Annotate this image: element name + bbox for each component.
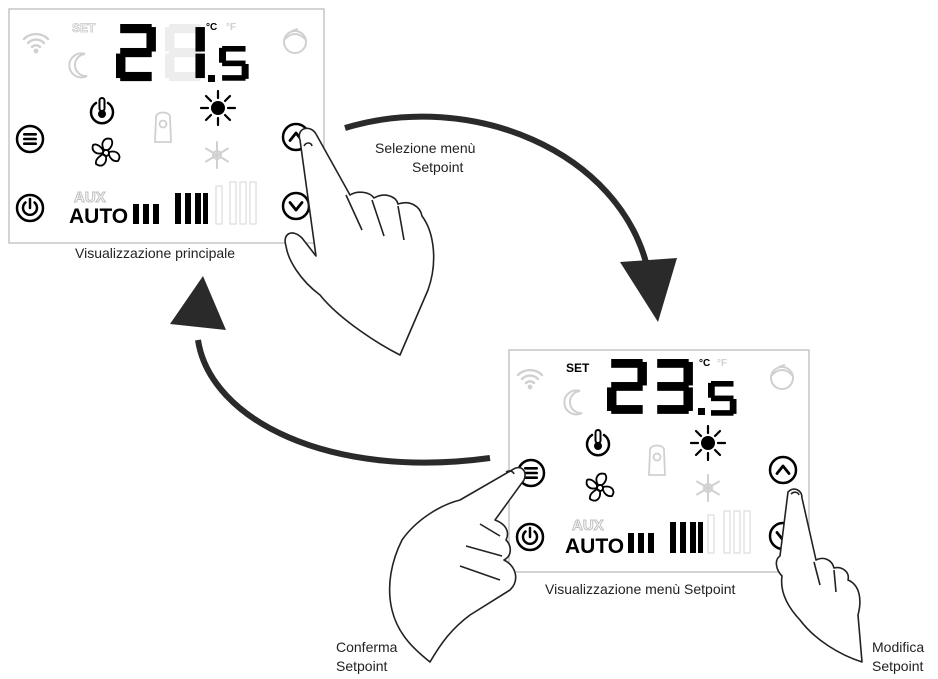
- modify-label-line1: Modifica: [872, 639, 924, 655]
- temperature-display: °C °F: [607, 358, 737, 416]
- set-label: SET: [566, 361, 590, 375]
- arrow-head: [170, 276, 226, 330]
- confirm-label-line1: Conferma: [336, 639, 398, 655]
- sun-icon: [689, 424, 727, 462]
- unit-f: °F: [226, 22, 236, 33]
- arrow-head: [620, 258, 677, 322]
- auto-label: AUTO: [69, 205, 128, 228]
- arrow-to-main: [195, 339, 491, 466]
- hand-icon: [775, 488, 863, 663]
- digit: [607, 359, 647, 414]
- digit: [708, 381, 737, 416]
- select-menu-label-line1: Selezione menù: [375, 140, 475, 156]
- temperature-display: °C °F: [116, 22, 249, 82]
- fan-speed-bars: [628, 510, 751, 554]
- auto-label: AUTO: [565, 535, 624, 558]
- decimal-point: [208, 75, 215, 82]
- panel-main: SET °C °F AUX AUTO: [8, 8, 325, 244]
- select-menu-label-line2: Setpoint: [412, 159, 463, 175]
- unit-f: °F: [717, 358, 727, 369]
- cycle-arrows: [170, 113, 677, 466]
- sun-icon: [199, 89, 237, 127]
- panel-setpoint: SET °C °F AUX AUTO: [508, 349, 810, 573]
- digit: [657, 359, 693, 414]
- digit: [165, 24, 205, 82]
- digit: [219, 46, 249, 81]
- main-view-label: Visualizzazione principale: [75, 245, 235, 261]
- aux-label: AUX: [74, 189, 106, 206]
- aux-label: AUX: [572, 517, 604, 534]
- decimal-point: [698, 408, 705, 415]
- confirm-label-line2: Setpoint: [336, 658, 387, 674]
- arrow-to-setpoint: [344, 113, 651, 271]
- unit-c: °C: [206, 22, 217, 33]
- setpoint-view-label: Visualizzazione menù Setpoint: [545, 581, 736, 597]
- hand-icon: [388, 466, 526, 663]
- digit: [116, 24, 156, 82]
- modify-label-line2: Setpoint: [872, 658, 923, 674]
- unit-c: °C: [699, 358, 710, 369]
- hand-icon: [284, 127, 435, 356]
- set-label: SET: [72, 21, 96, 35]
- fan-speed-bars: [133, 181, 257, 225]
